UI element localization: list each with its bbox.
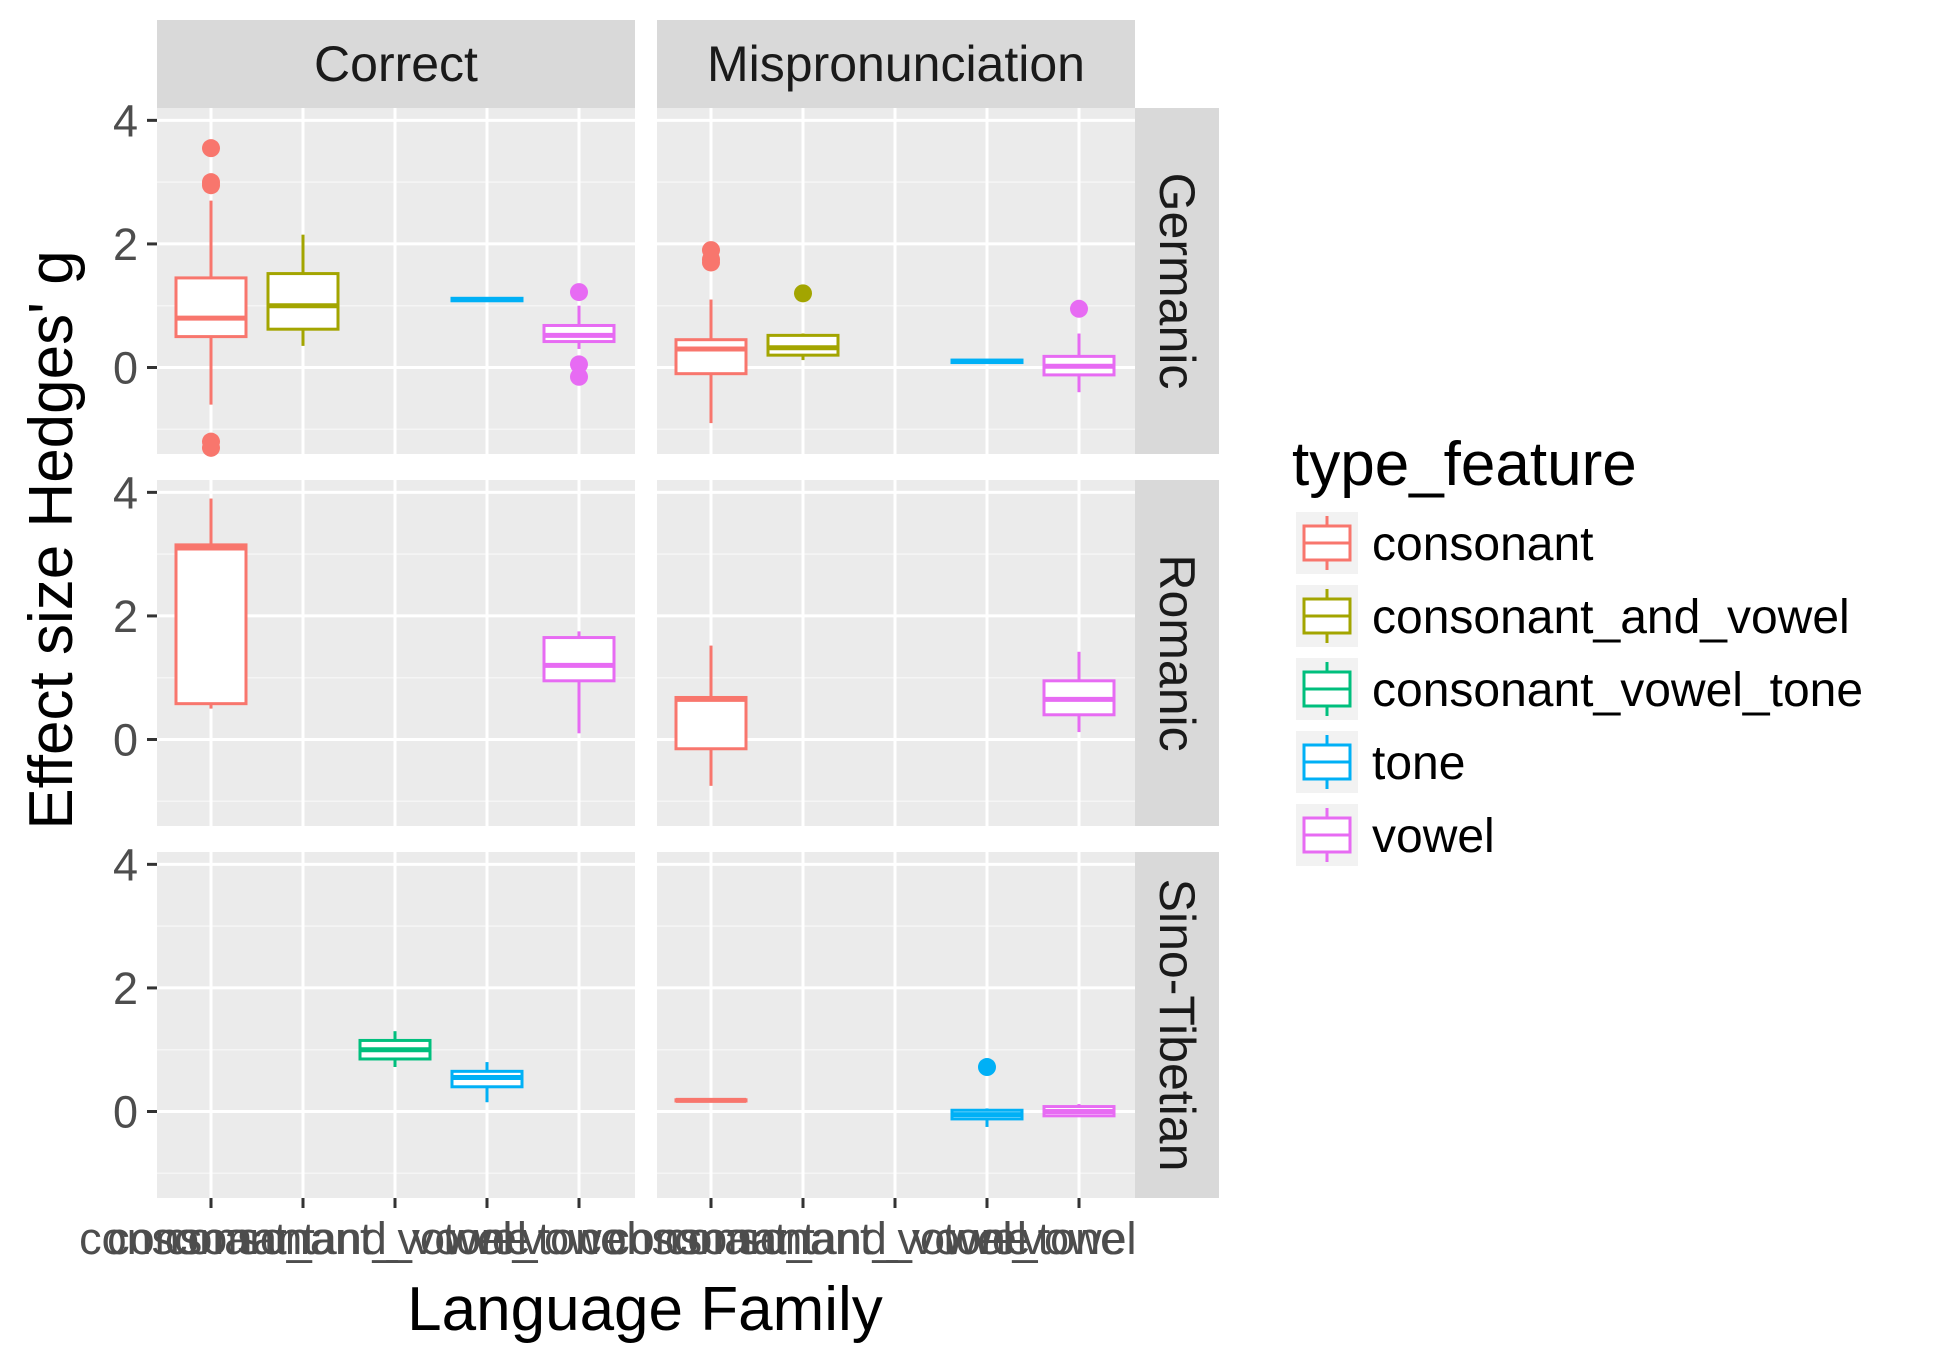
box-consonant_and_vowel bbox=[266, 234, 340, 346]
strip-romanic: Romanic bbox=[1135, 480, 1219, 826]
x-tick-label: vowel bbox=[1021, 1213, 1136, 1264]
x-tick-label: consonant bbox=[107, 1213, 315, 1264]
strip-label: Mispronunciation bbox=[707, 36, 1085, 92]
outlier-point bbox=[1070, 299, 1088, 318]
box-vowel bbox=[542, 631, 616, 734]
x-tick-label: consonant_vowel_tone bbox=[665, 1213, 1125, 1264]
strip-sino-tibetian: Sino-Tibetian bbox=[1135, 852, 1219, 1198]
strip-mispronunciation: Mispronunciation bbox=[657, 20, 1135, 108]
y-tick-label: 4 bbox=[113, 95, 138, 146]
strip-background bbox=[157, 20, 635, 108]
legend: type_feature consonant consonant_and_vowe… bbox=[1292, 430, 1863, 866]
box-tone bbox=[450, 296, 524, 303]
y-tick-label: 0 bbox=[113, 343, 138, 394]
legend-entry-consonant_and_vowel: consonant_and_vowel bbox=[1296, 585, 1850, 647]
box-vowel bbox=[1042, 651, 1116, 733]
box-consonant_vowel_tone bbox=[358, 1031, 432, 1068]
box-vowel bbox=[1042, 1104, 1116, 1118]
box-tone bbox=[450, 1062, 524, 1103]
box-iqr bbox=[174, 543, 248, 706]
box-tone bbox=[950, 358, 1024, 365]
strip-label: Correct bbox=[314, 36, 478, 92]
box-consonant bbox=[674, 1097, 748, 1103]
x-tick-label: vowel bbox=[521, 1213, 636, 1264]
box-iqr bbox=[674, 338, 748, 376]
box-consonant bbox=[674, 645, 748, 786]
box-consonant bbox=[174, 498, 248, 709]
legend-entry-tone: tone bbox=[1296, 731, 1465, 793]
outlier-point bbox=[570, 283, 588, 302]
legend-entry-consonant: consonant bbox=[1296, 512, 1594, 574]
box-consonant_and_vowel bbox=[766, 284, 840, 361]
legend-entry-vowel: vowel bbox=[1296, 804, 1495, 866]
x-tick-label: consonant_and_vowel bbox=[79, 1213, 527, 1264]
strips-layer: Correct MispronunciationGermanicRomanicSi… bbox=[157, 20, 1219, 1198]
box-consonant bbox=[674, 241, 748, 424]
panel-mispronunciation-germanic bbox=[657, 108, 1135, 454]
strip-background bbox=[1135, 108, 1219, 454]
panels-layer bbox=[157, 108, 1135, 1198]
outlier-point bbox=[570, 367, 588, 386]
strip-correct: Correct bbox=[157, 20, 635, 108]
strip-label: Romanic bbox=[1149, 554, 1205, 751]
panel-correct-sino-tibetian bbox=[157, 852, 635, 1198]
panel-mispronunciation-romanic bbox=[657, 480, 1135, 826]
legend-label: vowel bbox=[1372, 810, 1495, 863]
x-tick-label: tone bbox=[443, 1213, 531, 1264]
box-iqr bbox=[266, 272, 340, 331]
y-axis-title: Effect size Hedges' g bbox=[17, 250, 86, 829]
x-tick-label: consonant bbox=[607, 1213, 815, 1264]
x-axis-title: Language Family bbox=[407, 1275, 883, 1344]
box-iqr bbox=[542, 636, 616, 683]
legend-label: consonant_and_vowel bbox=[1372, 591, 1850, 644]
strip-label: Sino-Tibetian bbox=[1149, 879, 1205, 1172]
box-vowel bbox=[1042, 299, 1116, 393]
strip-germanic: Germanic bbox=[1135, 108, 1219, 454]
y-tick-label: 0 bbox=[113, 715, 138, 766]
strip-background bbox=[1135, 480, 1219, 826]
axes-layer: 024024024consonantconsonant_and_vowelcon… bbox=[79, 95, 1136, 1264]
box-consonant bbox=[174, 139, 248, 457]
box-iqr bbox=[174, 276, 248, 339]
x-tick-label: consonant_and_vowel bbox=[579, 1213, 1027, 1264]
y-tick-label: 2 bbox=[113, 219, 138, 270]
strip-background bbox=[1135, 852, 1219, 1198]
legend-label: consonant_vowel_tone bbox=[1372, 664, 1863, 717]
outlier-point bbox=[978, 1058, 996, 1077]
y-tick-label: 2 bbox=[113, 963, 138, 1014]
legend-entry-consonant_vowel_tone: consonant_vowel_tone bbox=[1296, 658, 1863, 720]
box-iqr bbox=[674, 695, 748, 751]
y-tick-label: 2 bbox=[113, 591, 138, 642]
strip-label: Germanic bbox=[1149, 173, 1205, 390]
box-vowel bbox=[542, 283, 616, 386]
outlier-point bbox=[202, 438, 220, 457]
legend-title: type_feature bbox=[1292, 430, 1637, 499]
y-tick-label: 4 bbox=[113, 839, 138, 890]
x-tick-label: tone bbox=[943, 1213, 1031, 1264]
legend-label: consonant bbox=[1372, 518, 1594, 571]
outlier-point bbox=[570, 355, 588, 374]
y-tick-label: 0 bbox=[113, 1087, 138, 1138]
outlier-point bbox=[202, 139, 220, 158]
legend-label: tone bbox=[1372, 737, 1465, 790]
outlier-point bbox=[702, 253, 720, 272]
y-tick-label: 4 bbox=[113, 467, 138, 518]
panel-mispronunciation-sino-tibetian bbox=[657, 852, 1135, 1198]
outlier-point bbox=[202, 176, 220, 195]
x-tick-label: consonant_vowel_tone bbox=[165, 1213, 625, 1264]
strip-background bbox=[657, 20, 1135, 108]
outlier-point bbox=[794, 284, 812, 303]
box-tone bbox=[950, 1058, 1024, 1127]
